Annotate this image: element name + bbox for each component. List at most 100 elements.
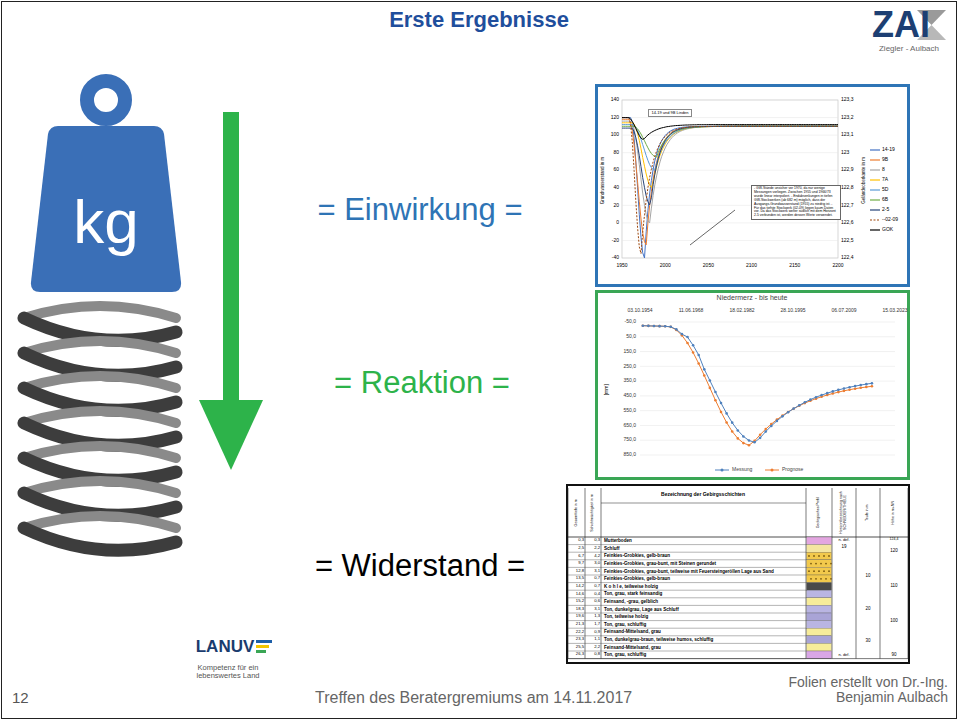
horizon-label: n. def. — [838, 653, 849, 657]
weight-body — [31, 126, 181, 292]
axis-tick: 03.10.1954 — [627, 308, 652, 314]
table-cell: 2,2 — [594, 645, 600, 650]
plot-stroke — [622, 117, 838, 118]
axis-tick: -40 — [612, 255, 619, 261]
slide-title: Erste Ergebnisse — [389, 8, 569, 32]
table-cell: 3,1 — [594, 569, 600, 574]
series-marker — [848, 388, 851, 391]
plot-stroke — [640, 322, 895, 323]
concept-label: = Widerstand = — [315, 549, 525, 583]
legend-text: 14-19 — [882, 147, 895, 153]
table-cell: Feinkies-Grobkies, gelb-braun — [604, 553, 670, 558]
table-cell: 4,2 — [594, 554, 600, 559]
axis-tick: -20 — [612, 238, 619, 244]
axis-tick: 122,9 — [841, 167, 854, 173]
series-marker — [837, 391, 840, 394]
series-marker — [848, 386, 851, 389]
axis-tick: 2150 — [789, 263, 800, 269]
legend-text: 6B — [882, 197, 888, 203]
legend-sample — [870, 179, 880, 180]
series-marker — [809, 398, 812, 401]
series-marker — [759, 433, 762, 436]
weight-ring — [87, 81, 125, 119]
gravel-dot — [823, 555, 825, 557]
table-cell: 3,1 — [594, 607, 600, 612]
gravel-dot — [828, 570, 830, 572]
table-rule — [568, 582, 806, 583]
table-rule — [908, 488, 909, 659]
table-cell: 0,8 — [594, 652, 600, 657]
callout-box: 14-19 und 9B Linden — [648, 109, 691, 117]
plot-stroke — [24, 481, 176, 493]
axis-tick: 1950 — [616, 263, 627, 269]
logo-text: LANUV — [196, 638, 255, 657]
gravel-dot — [815, 578, 817, 580]
chart-title: Niedermerz - bis heute — [717, 294, 788, 302]
series-marker — [731, 430, 734, 433]
legend-sample — [870, 159, 880, 160]
table-cell: 0,3 — [578, 538, 584, 543]
profile-fill — [807, 636, 832, 644]
series-marker — [787, 411, 790, 414]
profile-fill — [807, 651, 832, 659]
plot-stroke — [622, 100, 838, 101]
legend-text: GOK — [882, 227, 893, 233]
concept-label: = Reaktion = — [334, 366, 510, 400]
table-rule — [568, 605, 806, 606]
series-line — [622, 118, 838, 140]
table-cell: 26,3 — [576, 652, 584, 657]
plot-stroke — [622, 240, 838, 241]
table-cell: 1,1 — [594, 637, 600, 642]
height-tick: 124,4 — [890, 538, 899, 542]
series-marker — [759, 437, 762, 440]
plot-stroke — [24, 516, 176, 528]
series-marker — [792, 407, 795, 410]
plot-stroke — [24, 376, 176, 388]
axis-tick: 122,4 — [841, 255, 854, 261]
legend-text: --02-09 — [882, 217, 898, 223]
table-cell: Feinkies-Grobkies, grau-bunt, mit Steine… — [604, 561, 716, 566]
gravel-dot — [815, 563, 817, 565]
table-cell: 0,9 — [594, 630, 600, 635]
logo-subtitle: Ziegler - Aulbach — [879, 45, 939, 54]
axis-tick: 550,0 — [623, 408, 636, 414]
table-cell: 0,4 — [594, 592, 600, 597]
series-marker — [647, 325, 650, 328]
height-tick: 120 — [890, 549, 898, 554]
series-marker — [653, 325, 656, 328]
series-marker — [736, 429, 739, 432]
legend-sample — [870, 149, 880, 150]
series-marker — [804, 402, 807, 405]
plot-stroke — [622, 222, 838, 223]
plot-stroke — [622, 135, 838, 136]
plot-stroke — [640, 455, 895, 456]
axis-tick: 11.06.1968 — [679, 308, 704, 314]
axis-tick: 123 — [841, 150, 849, 156]
spring-illustration — [24, 306, 176, 550]
gravel-dot — [828, 555, 830, 557]
table-header: Teufe in m — [866, 491, 870, 535]
series-marker — [798, 404, 801, 407]
series-marker — [781, 415, 784, 418]
gravel-dot — [810, 563, 812, 565]
profile-fill — [807, 643, 832, 651]
profile-fill — [807, 590, 832, 598]
table-rule — [568, 544, 806, 545]
series-marker — [641, 324, 644, 327]
gravel-dot — [808, 570, 810, 572]
profile-fill — [807, 537, 832, 545]
series-line — [643, 326, 872, 443]
series-marker — [653, 325, 656, 328]
axis-title: Grundwasserstand in m — [602, 156, 607, 204]
table-cell: Ton, grau, stark feinsandig — [604, 591, 662, 596]
gravel-dot — [825, 578, 827, 580]
table-rule — [880, 488, 881, 659]
table-rule — [568, 658, 908, 659]
plot-stroke — [640, 395, 895, 396]
table-rule — [568, 635, 806, 636]
table-header: Schichtmächtigkeit in m — [591, 491, 595, 535]
down-arrow — [199, 112, 263, 470]
table-rule — [856, 488, 857, 659]
series-line — [643, 326, 872, 446]
spring-coil — [24, 528, 176, 550]
